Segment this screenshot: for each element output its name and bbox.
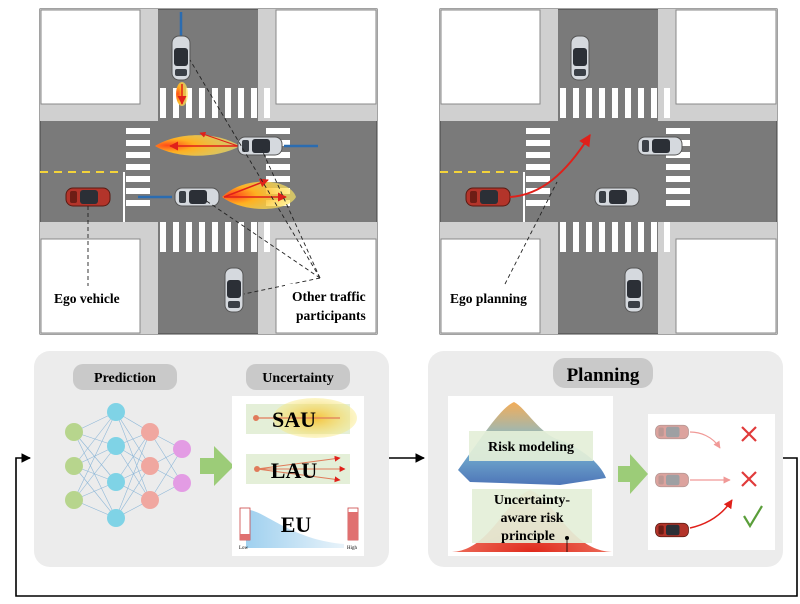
planning-option-2 — [655, 472, 731, 488]
car-south-left — [224, 267, 244, 313]
eu-low-label: Low — [239, 546, 249, 551]
car-center-right — [594, 187, 640, 207]
sau-block: SAU — [246, 398, 357, 438]
principle-label-2: aware risk — [500, 511, 563, 526]
eu-high-label: High — [347, 546, 358, 551]
cross-icon — [741, 471, 757, 487]
other-traffic-label-1: Other traffic — [292, 289, 366, 304]
car-north-left — [171, 35, 191, 81]
check-icon — [743, 505, 763, 529]
green-arrow-1 — [200, 446, 234, 486]
car-center-left — [174, 187, 220, 207]
planning-option-1 — [655, 424, 721, 449]
risk-modeling-label: Risk modeling — [488, 440, 574, 455]
left-intersection-scene: Ego vehicle Other traffic participants — [39, 8, 378, 335]
planning-panel: Planning Risk modeling Uncertainty- awar… — [428, 351, 783, 567]
car-east-left — [237, 136, 283, 156]
flow-connectors — [15, 453, 798, 597]
car-east-right — [637, 136, 683, 156]
prediction-uncertainty-panel: Prediction Uncertainty — [34, 351, 389, 567]
uncertainty-title: Uncertainty — [262, 371, 334, 386]
ego-planned-path — [509, 133, 591, 198]
risk-modeling-block: Risk modeling — [458, 402, 606, 485]
eu-block: EU Low High — [239, 507, 359, 551]
planning-title: Planning — [567, 365, 640, 386]
right-intersection-scene: Ego planning — [439, 8, 778, 335]
green-arrow-2 — [618, 454, 648, 494]
car-north-right — [570, 35, 590, 81]
neural-network-icon — [65, 403, 191, 527]
other-traffic-label-2: participants — [296, 308, 366, 323]
cross-icon — [741, 426, 757, 442]
ego-planning-label: Ego planning — [450, 291, 527, 306]
principle-label-1: Uncertainty- — [494, 493, 571, 508]
planning-option-3 — [655, 499, 733, 538]
sau-label: SAU — [272, 407, 316, 432]
eu-label: EU — [281, 512, 312, 537]
lau-block: LAU — [246, 454, 350, 484]
ego-car-left — [65, 187, 111, 207]
car-south-right — [624, 267, 644, 313]
ego-car-right — [465, 187, 511, 207]
risk-principle-block: Uncertainty- aware risk principle — [452, 489, 612, 552]
prediction-title: Prediction — [94, 371, 156, 386]
lau-label: LAU — [271, 458, 318, 483]
principle-label-3: principle — [501, 529, 555, 544]
ego-vehicle-label: Ego vehicle — [54, 291, 120, 306]
